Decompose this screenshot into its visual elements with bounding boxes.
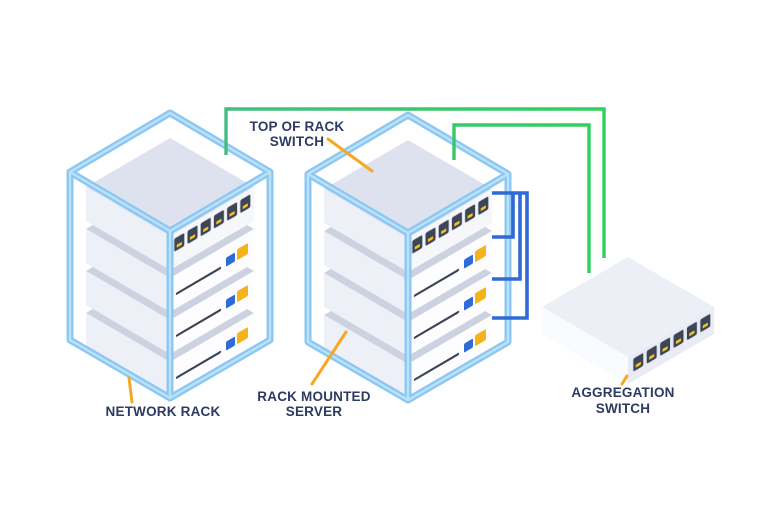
agg-switch-left-face: [542, 307, 628, 384]
leader-rack-mounted-server: [310, 330, 348, 386]
patch-cables: [492, 191, 529, 320]
leader-lines: [127, 137, 629, 404]
leader-aggregation-switch: [620, 374, 629, 386]
label-aggregation-switch-line2: SWITCH: [596, 401, 650, 416]
cable-switch-to-server3: [492, 191, 529, 320]
cable-switch-to-server1: [492, 193, 515, 239]
label-rack-mounted-server-line2: SERVER: [286, 404, 343, 419]
uplink-network-rack-to-agg: [224, 107, 606, 258]
server-rack: [308, 115, 508, 400]
network-rack: [70, 113, 270, 398]
label-network-rack: NETWORK RACK: [106, 404, 221, 419]
uplinks: [224, 107, 606, 273]
label-aggregation-switch-line1: AGGREGATION: [571, 385, 674, 400]
label-top-of-rack-switch-line2: SWITCH: [270, 134, 324, 149]
label-top-of-rack-switch-line1: TOP OF RACK: [250, 119, 345, 134]
uplink-server-rack-to-agg: [452, 123, 591, 273]
label-rack-mounted-server-line1: RACK MOUNTED: [257, 389, 370, 404]
cable-switch-to-server2: [492, 193, 522, 281]
leader-top-of-rack-switch: [326, 137, 374, 173]
aggregation-switch: [542, 257, 714, 384]
leader-network-rack: [127, 376, 134, 404]
labels: TOP OF RACK SWITCH NETWORK RACK RACK MOU…: [106, 119, 675, 419]
